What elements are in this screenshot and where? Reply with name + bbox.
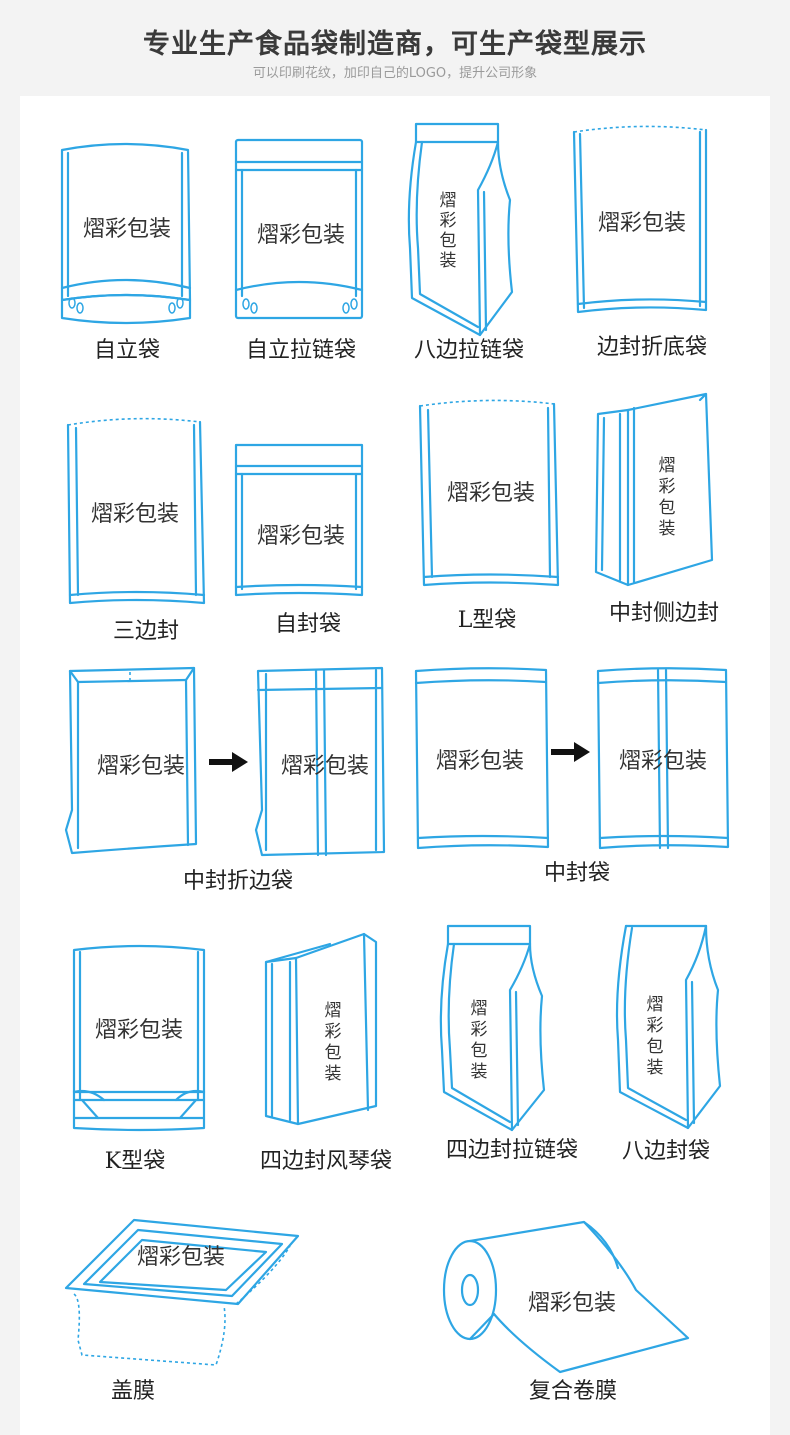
- svg-text:包: 包: [440, 231, 457, 251]
- bag-k-type: 熠彩包装: [72, 944, 206, 1132]
- bag-brand-text: 熠彩包装: [447, 481, 535, 506]
- bag-label-side-seal-fold: 边封折底袋: [597, 335, 707, 360]
- bag-label-standup-zipper: 自立拉链袋: [246, 338, 356, 363]
- bag-label-self-seal: 自封袋: [275, 612, 341, 637]
- bag-standup: 熠彩包装: [60, 142, 192, 325]
- svg-text:包: 包: [471, 1041, 488, 1061]
- bag-self-seal: 熠彩包装: [234, 443, 364, 597]
- svg-text:熠: 熠: [659, 456, 676, 476]
- bag-label-four-side-zipper: 四边封拉链袋: [446, 1138, 578, 1163]
- bag-showcase-panel: [20, 96, 770, 1435]
- svg-text:熠: 熠: [471, 999, 488, 1019]
- bag-eight-side-seal: 熠 彩 包 装: [615, 924, 722, 1130]
- bag-label-k-type: K型袋: [105, 1149, 165, 1174]
- svg-text:包: 包: [325, 1043, 342, 1063]
- svg-text:熠: 熠: [325, 1001, 342, 1021]
- bag-brand-vertical: 熠 彩 包 装: [471, 999, 488, 1082]
- bag-four-side-accordion: 熠 彩 包 装: [264, 932, 378, 1126]
- bag-brand-text: 熠彩包装: [95, 1018, 183, 1043]
- bag-label-center-side-seal: 中封侧边封: [609, 601, 719, 626]
- bag-brand-text: 熠彩包装: [91, 502, 179, 527]
- svg-text:装: 装: [647, 1058, 664, 1078]
- page-header: 专业生产食品袋制造商，可生产袋型展示 可以印刷花纹，加印自己的LOGO，提升公司…: [0, 0, 790, 95]
- bag-label-four-side-accordion: 四边封风琴袋: [260, 1149, 392, 1174]
- bag-label-standup: 自立袋: [94, 338, 160, 363]
- bag-side-seal-fold: 熠彩包装: [572, 125, 708, 314]
- bag-brand-text: 熠彩包装: [257, 524, 345, 549]
- bag-four-side-zipper: 熠 彩 包 装: [439, 924, 546, 1132]
- bag-label-three-side-seal: 三边封: [113, 619, 179, 644]
- svg-text:包: 包: [659, 498, 676, 518]
- arrow-right-icon: [209, 752, 248, 772]
- bag-brand-text: 熠彩包装: [436, 749, 524, 774]
- bag-brand-text: 熠彩包装: [257, 223, 345, 248]
- bag-l-type: 熠彩包装: [418, 399, 560, 587]
- svg-text:装: 装: [659, 519, 676, 539]
- page-title: 专业生产食品袋制造商，可生产袋型展示: [143, 29, 647, 60]
- svg-text:彩: 彩: [647, 1016, 664, 1036]
- bag-label-lid-film: 盖膜: [111, 1379, 155, 1404]
- bag-brand-vertical: 熠 彩 包 装: [659, 456, 676, 539]
- bag-brand-text: 熠彩包装: [281, 754, 369, 779]
- bag-brand-text: 熠彩包装: [137, 1245, 225, 1270]
- composite-roll-film: 熠彩包装: [442, 1220, 690, 1374]
- svg-text:彩: 彩: [471, 1020, 488, 1040]
- svg-text:彩: 彩: [440, 211, 457, 231]
- arrow-right-icon: [551, 742, 590, 762]
- svg-text:装: 装: [325, 1064, 342, 1084]
- bag-center-seal: 熠彩包装 熠彩包装: [414, 667, 730, 850]
- page-subtitle: 可以印刷花纹，加印自己的LOGO，提升公司形象: [252, 66, 538, 81]
- bag-brand-vertical: 熠 彩 包 装: [440, 191, 457, 271]
- bag-label-eight-side-zipper: 八边拉链袋: [414, 338, 524, 363]
- bag-brand-text: 熠彩包装: [83, 217, 171, 242]
- bag-brand-text: 熠彩包装: [97, 754, 185, 779]
- svg-text:包: 包: [647, 1037, 664, 1057]
- bag-label-composite-roll-film: 复合卷膜: [529, 1379, 617, 1404]
- bag-eight-side-zipper: 熠 彩 包 装: [407, 122, 514, 337]
- bag-center-fold-edge: 熠彩包装 熠彩包装: [64, 666, 386, 857]
- bag-three-side-seal: 熠彩包装: [66, 417, 206, 605]
- svg-text:熠: 熠: [647, 995, 664, 1015]
- svg-text:熠: 熠: [440, 191, 457, 211]
- bag-label-eight-side-seal: 八边封袋: [622, 1139, 710, 1164]
- lid-film: 熠彩包装: [64, 1218, 300, 1366]
- svg-text:彩: 彩: [325, 1022, 342, 1042]
- bag-brand-text: 熠彩包装: [619, 749, 707, 774]
- svg-text:彩: 彩: [659, 477, 676, 497]
- svg-text:装: 装: [440, 251, 457, 271]
- bag-brand-text: 熠彩包装: [528, 1291, 616, 1316]
- bag-label-center-seal: 中封袋: [544, 861, 610, 886]
- bag-brand-vertical: 熠 彩 包 装: [325, 1001, 342, 1084]
- bag-brand-vertical: 熠 彩 包 装: [647, 995, 664, 1078]
- bag-brand-text: 熠彩包装: [598, 211, 686, 236]
- bag-label-l-type: L型袋: [458, 608, 517, 633]
- bag-center-side-seal: 熠 彩 包 装: [594, 392, 714, 587]
- bag-standup-zipper: 熠彩包装: [234, 138, 364, 320]
- bag-label-center-fold-edge: 中封折边袋: [183, 869, 293, 894]
- svg-text:装: 装: [471, 1062, 488, 1082]
